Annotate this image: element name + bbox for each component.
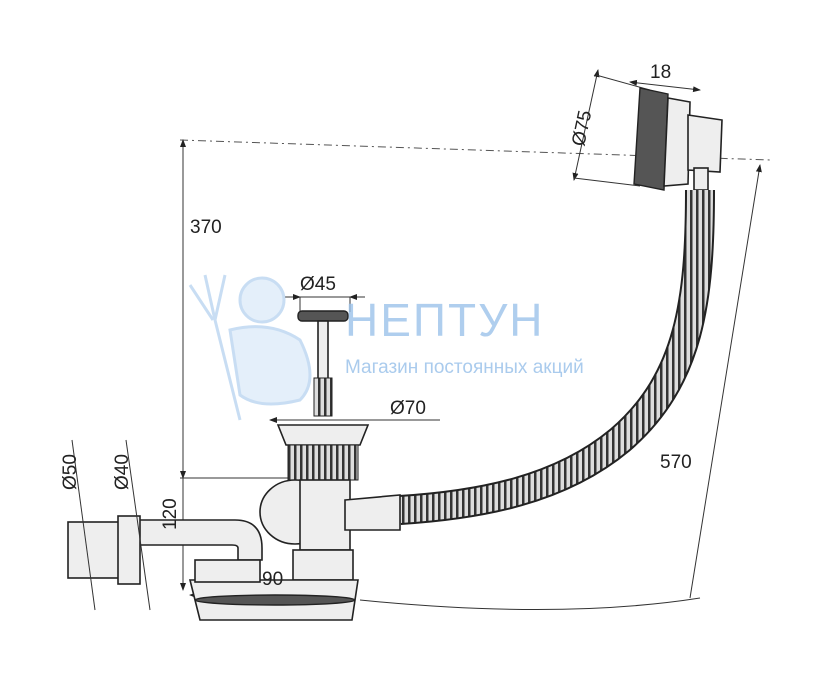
dim-outlet-offset: 90 bbox=[262, 569, 283, 590]
outlet-pipe bbox=[67, 439, 263, 611]
dim-overflow-diameter: Ø75 bbox=[568, 109, 596, 149]
dim-outlet-inner: Ø40 bbox=[112, 454, 133, 490]
corrugated-hose bbox=[399, 189, 715, 525]
dim-plug-diameter: Ø45 bbox=[300, 274, 336, 295]
plug-assembly bbox=[285, 294, 365, 417]
neptune-logo-icon bbox=[188, 274, 312, 421]
dim-drain-diameter: Ø70 bbox=[390, 398, 426, 419]
watermark-brand: НЕПТУН bbox=[345, 294, 545, 346]
dim-height: 370 bbox=[190, 217, 222, 238]
dim-outlet-outer: Ø50 bbox=[60, 454, 81, 490]
dim-hose-length: 570 bbox=[660, 452, 692, 473]
watermark-slogan: Магазин постоянных акций bbox=[345, 357, 584, 378]
dim-siphon-height: 120 bbox=[160, 498, 181, 530]
watermark: НЕПТУН Магазин постоянных акций bbox=[188, 274, 584, 421]
drain-body bbox=[188, 417, 440, 621]
dim-overflow-depth: 18 bbox=[650, 62, 671, 83]
overflow-head bbox=[572, 69, 723, 191]
